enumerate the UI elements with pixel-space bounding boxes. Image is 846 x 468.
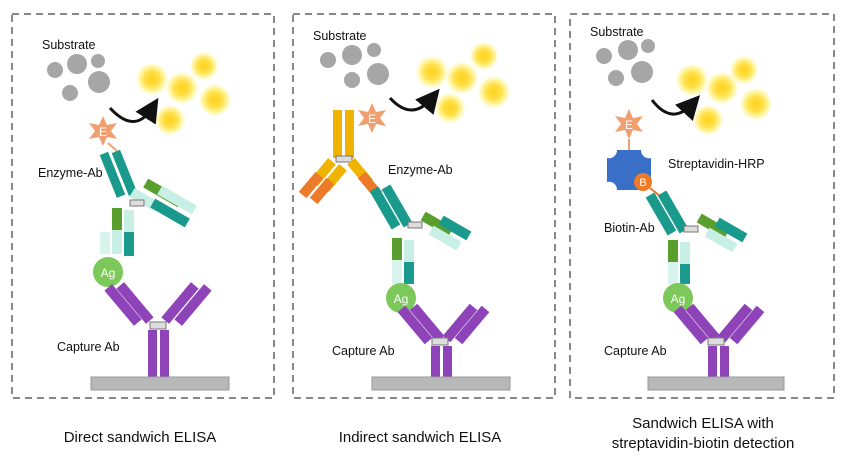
secondary-antibody xyxy=(298,110,383,205)
plate-surface xyxy=(647,376,785,391)
panel-indirect: Substrate E Enzyme-Ab xyxy=(292,13,556,399)
caption-line-1: Sandwich ELISA with xyxy=(632,415,774,432)
substrate-label: Substrate xyxy=(590,25,644,39)
biotin-badge: B xyxy=(634,173,652,191)
svg-text:E: E xyxy=(99,125,107,139)
substrate-label: Substrate xyxy=(313,29,367,43)
product-glows xyxy=(675,55,773,136)
substrate-molecules xyxy=(47,54,110,101)
capture-ab-label: Capture Ab xyxy=(57,340,120,354)
capture-ab-label: Capture Ab xyxy=(332,344,395,358)
enzyme-ab-label: Enzyme-Ab xyxy=(388,163,453,177)
detection-antibody xyxy=(99,149,197,256)
svg-text:E: E xyxy=(625,118,633,132)
svg-text:Ag: Ag xyxy=(101,266,116,280)
streptavidin-label: Streptavidin-HRP xyxy=(668,157,765,171)
antigen: Ag xyxy=(93,257,123,287)
antigen: Ag xyxy=(663,283,693,313)
plate-surface xyxy=(371,376,511,391)
panel-frame xyxy=(569,13,835,399)
product-glows xyxy=(415,41,511,124)
caption-indirect: Indirect sandwich ELISA xyxy=(338,429,502,446)
capture-antibody xyxy=(104,282,212,378)
svg-text:B: B xyxy=(639,177,646,189)
enzyme-badge: E xyxy=(89,116,117,146)
capture-antibody xyxy=(673,303,765,378)
panel-direct: Substrate E Enzyme-Ab xyxy=(11,13,275,399)
reaction-arrow xyxy=(108,97,159,125)
substrate-label: Substrate xyxy=(42,38,96,52)
enzyme-badge: E xyxy=(615,109,643,139)
caption-streptavidin: Sandwich ELISA with streptavidin-biotin … xyxy=(568,414,838,454)
capture-antibody xyxy=(397,303,490,378)
caption-line-2: streptavidin-biotin detection xyxy=(611,435,795,452)
substrate-molecules xyxy=(596,39,655,86)
enzyme-badge: E xyxy=(358,103,386,133)
antigen: Ag xyxy=(386,283,416,313)
svg-text:E: E xyxy=(368,112,376,126)
reaction-arrow xyxy=(650,95,701,121)
biotin-antibody xyxy=(645,190,748,284)
plate-surface xyxy=(90,376,230,391)
svg-text:Ag: Ag xyxy=(394,292,409,306)
capture-ab-label: Capture Ab xyxy=(604,344,667,358)
caption-direct: Direct sandwich ELISA xyxy=(63,429,217,446)
product-glows xyxy=(135,51,232,136)
detection-antibody xyxy=(369,184,472,284)
svg-text:Ag: Ag xyxy=(671,292,686,306)
biotin-ab-label: Biotin-Ab xyxy=(604,221,655,235)
reaction-arrow xyxy=(388,88,440,115)
enzyme-ab-label: Enzyme-Ab xyxy=(38,166,103,180)
panel-streptavidin: Substrate E B Streptavidin-HRP xyxy=(569,13,835,399)
substrate-molecules xyxy=(320,43,389,88)
